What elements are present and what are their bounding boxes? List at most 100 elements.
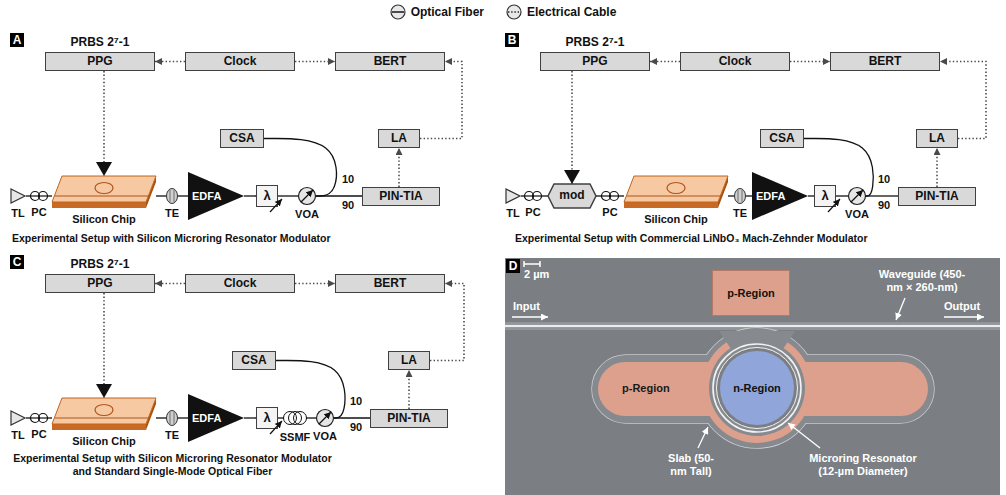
node-label: TL xyxy=(11,207,24,220)
node-label: TE xyxy=(165,207,179,220)
optical-fiber xyxy=(521,195,524,196)
node-label: λ xyxy=(263,189,270,204)
node-label: LA xyxy=(391,132,407,146)
node-label: SSMF xyxy=(280,431,311,444)
node-label: PC xyxy=(602,206,617,219)
optical-fiber xyxy=(836,195,848,196)
fiber-spool-symbol: SSMF xyxy=(284,408,306,428)
node-label: mod xyxy=(559,189,584,203)
instrument-box: Clock xyxy=(185,52,295,71)
node-label: PIN-TIA xyxy=(915,190,958,204)
panel-letter: D xyxy=(506,259,520,273)
input-arrow xyxy=(512,316,548,318)
node-label: λ xyxy=(263,411,270,426)
output-arrow xyxy=(944,316,984,318)
attenuator-symbol-outline xyxy=(316,409,334,427)
lens-symbol-outline xyxy=(734,188,746,204)
leader-line xyxy=(896,298,905,320)
tunable-filter-box: λ xyxy=(814,185,836,207)
instrument-box: CSA xyxy=(232,351,276,370)
polarization-controller-symbol: PC xyxy=(524,189,542,203)
tunable-laser-symbol-outline xyxy=(10,188,26,204)
amplifier-triangle: EDFA xyxy=(752,172,808,220)
instrument-box: BERT xyxy=(830,52,940,71)
tunable-laser-symbol-outline xyxy=(10,410,26,426)
micrograph-annotation: Waveguide (450-nm × 260-nm) xyxy=(872,268,972,294)
polarization-controller-symbol: PC xyxy=(601,189,619,203)
polarization-controller-symbol: PC xyxy=(30,189,48,203)
electrical-cable xyxy=(103,71,105,176)
panel-letter: B xyxy=(505,33,519,47)
signal-label: PRBS 2⁷-1 xyxy=(71,257,130,271)
legend-item: Electrical Cable xyxy=(506,4,616,20)
micrograph-annotation: Slab (50-nm Tall) xyxy=(660,452,722,478)
node-label: CSA xyxy=(241,354,266,368)
modulator-box: mod xyxy=(548,184,596,208)
optical-fiber xyxy=(244,195,256,196)
node-label: BERT xyxy=(869,55,902,69)
node-label: λ xyxy=(821,189,828,204)
instrument-box: BERT xyxy=(335,52,445,71)
electrical-cable xyxy=(295,283,335,285)
tunable-filter-box: λ xyxy=(256,407,278,429)
lens-symbol: TE xyxy=(166,410,178,426)
lens-symbol: TE xyxy=(166,188,178,204)
electrical-cable xyxy=(790,61,830,63)
instrument-box: Clock xyxy=(185,274,295,293)
optical-fiber xyxy=(866,195,898,196)
p-region-slab: n-Region p-Region xyxy=(598,331,928,445)
attenuator-symbol-outline xyxy=(848,187,866,205)
legend-text: Electrical Cable xyxy=(527,5,616,19)
electrical-cable xyxy=(420,62,462,139)
legend-text: Optical Fiber xyxy=(411,5,484,19)
panel-letter: C xyxy=(10,255,24,269)
n-region-disc: n-Region xyxy=(720,351,794,425)
instrument-box: PIN-TIA xyxy=(362,187,440,206)
instrument-box: CSA xyxy=(760,129,804,148)
node-label: CSA xyxy=(229,132,254,146)
instrument-box: BERT xyxy=(335,274,445,293)
node-label: EDFA xyxy=(192,412,221,425)
node-label: BERT xyxy=(374,55,407,69)
polarization-controller-symbol-outline xyxy=(524,189,542,203)
optical-fiber xyxy=(316,195,362,196)
electrical-cable xyxy=(295,61,335,63)
instrument-box: PIN-TIA xyxy=(898,187,976,206)
node-label: TE xyxy=(733,207,747,220)
split-ratio: 90 xyxy=(342,199,354,212)
optical-fiber xyxy=(26,417,30,418)
silicon-chip-outline xyxy=(52,398,156,432)
node-label: PPG xyxy=(87,277,112,291)
instrument-box: PIN-TIA xyxy=(370,409,448,428)
node-label: LA xyxy=(929,132,945,146)
electrical-cable xyxy=(398,148,400,187)
node-label: PPG xyxy=(582,55,607,69)
optical-fiber xyxy=(244,417,256,418)
node-label: p-Region xyxy=(622,382,670,395)
split-ratio: 10 xyxy=(350,395,362,408)
node-label: VOA xyxy=(295,208,319,221)
optical-fiber xyxy=(156,195,166,196)
node-label: PC xyxy=(31,428,46,441)
optical-fiber xyxy=(306,417,316,418)
waveguide xyxy=(505,325,1000,328)
legend-icon xyxy=(390,4,406,20)
electrical-cable xyxy=(650,61,680,63)
optical-fiber xyxy=(178,417,188,418)
electrical-cable xyxy=(430,284,464,361)
optical-fiber xyxy=(746,195,752,196)
panel-caption: Experimental Setup with Commercial LiNbO… xyxy=(515,232,868,245)
attenuator-symbol: VOA xyxy=(848,187,866,205)
instrument-box: Clock xyxy=(680,52,790,71)
silicon-chip: Silicon Chip xyxy=(52,176,156,210)
electrical-cable xyxy=(155,283,185,285)
scale-bar xyxy=(524,261,540,267)
lens-symbol-outline xyxy=(166,188,178,204)
attenuator-symbol: VOA xyxy=(298,187,316,205)
optical-fiber xyxy=(619,195,624,196)
silicon-chip-outline xyxy=(52,176,156,210)
tunable-laser-symbol: TL xyxy=(505,188,521,204)
node-label: Clock xyxy=(719,55,752,69)
optical-fiber xyxy=(26,195,30,196)
node-label: TL xyxy=(506,207,519,220)
